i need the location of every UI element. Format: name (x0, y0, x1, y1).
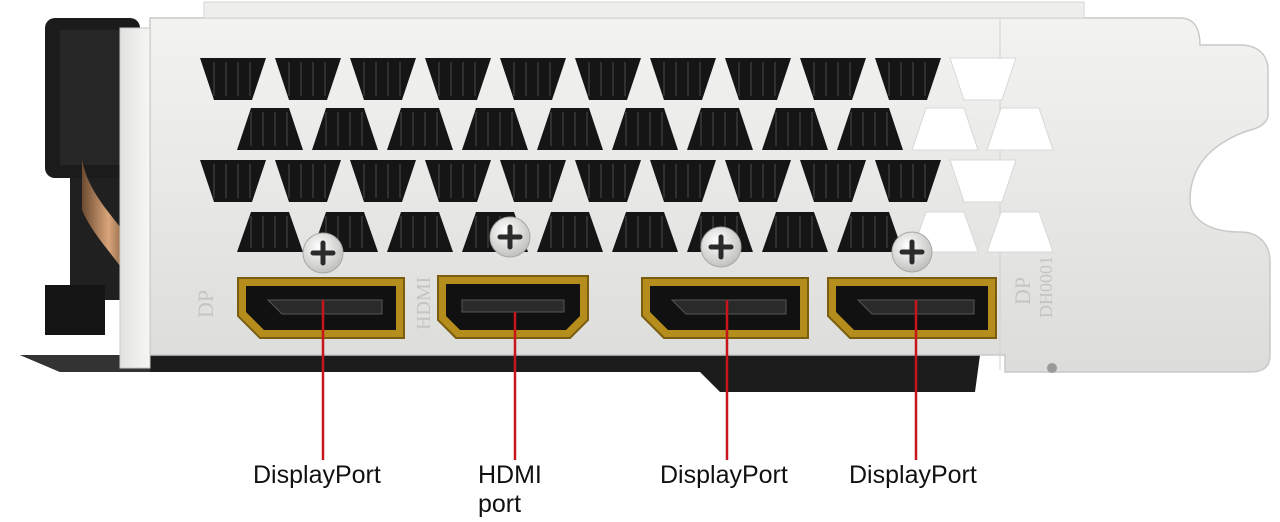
displayport-connector (827, 277, 997, 339)
callout-text: DisplayPort (253, 461, 381, 489)
ventilation-grille (200, 57, 1054, 253)
callout-label-hdmi: HDMI port (478, 461, 542, 519)
vent-cutout (986, 211, 1054, 253)
bracket-screws (302, 216, 933, 274)
print-dp-left: DP (193, 290, 218, 318)
vent-cutout (949, 159, 1017, 203)
callout-label-displayport-1: DisplayPort (253, 461, 381, 490)
callout-text: DisplayPort (660, 461, 788, 489)
video-ports (237, 275, 997, 339)
callout-label-displayport-2: DisplayPort (660, 461, 788, 490)
callout-text-line-2: port (478, 490, 522, 518)
vent-cutout (986, 107, 1054, 151)
callout-label-displayport-3: DisplayPort (849, 461, 977, 490)
callout-text: DisplayPort (849, 461, 977, 489)
callout-text-line-1: HDMI (478, 461, 542, 489)
screw-icon (700, 226, 742, 268)
print-dp-right: DP (1010, 277, 1035, 305)
print-model-code: DH0001 (1036, 256, 1056, 318)
screw-icon (489, 216, 531, 258)
displayport-connector (641, 277, 809, 339)
hdmi-connector (437, 275, 589, 339)
callout-lines (321, 300, 918, 460)
print-hdmi: HDMI (413, 277, 435, 330)
vent-cutout (949, 57, 1017, 101)
vent-cutout (911, 107, 979, 151)
bracket-silkscreen: DP HDMI DP DH0001 (193, 256, 1056, 330)
displayport-connector (237, 277, 405, 339)
screw-icon (891, 231, 933, 273)
screw-icon (302, 232, 344, 274)
